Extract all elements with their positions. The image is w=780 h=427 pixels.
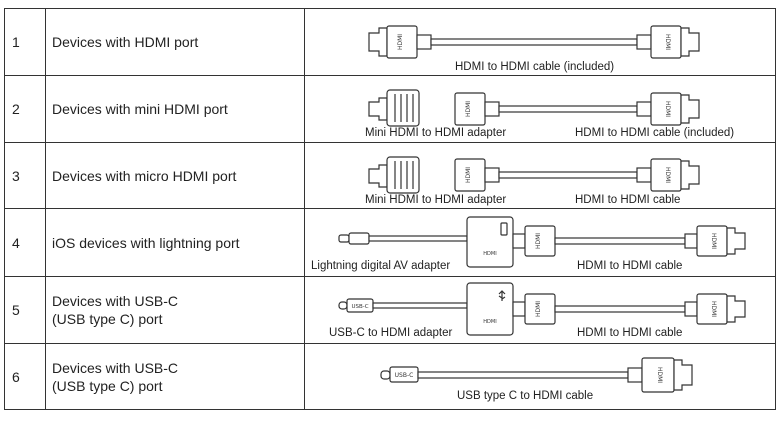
description-line: (USB type C) port <box>52 311 163 327</box>
cable-caption: HDMI to HDMI cable <box>575 194 681 206</box>
connection-illustration: HDMI HDMI Mini HDMI to HDMI adapter HDMI… <box>304 142 776 209</box>
table-row: 1 Devices with HDMI port HDMI <box>4 8 776 76</box>
av-adapter-box-icon: HDMI <box>466 282 514 336</box>
hdmi-plug-icon: HDMI <box>512 293 556 325</box>
svg-text:HDMI: HDMI <box>483 251 496 257</box>
cable-caption: HDMI to HDMI cable <box>577 327 683 339</box>
mini-hdmi-adapter-icon <box>368 89 420 127</box>
svg-text:HDMI: HDMI <box>664 101 671 117</box>
description-line: (USB type C) port <box>52 377 163 394</box>
connection-illustration: HDMI HDMI HDMI to HDMI cable (included) <box>304 8 776 76</box>
svg-text:HDMI: HDMI <box>710 301 717 317</box>
table-row: 3 Devices with micro HDMI port HDMI <box>4 142 776 209</box>
usb-c-plug-icon: USB-C <box>380 366 419 383</box>
svg-text:HDMI: HDMI <box>535 301 542 317</box>
svg-text:HDMI: HDMI <box>483 319 496 325</box>
table-row: 5 Devices with USB-C (USB type C) port U… <box>4 276 776 344</box>
connection-table: 1 Devices with HDMI port HDMI <box>4 8 776 410</box>
svg-text:HDMI: HDMI <box>535 233 542 249</box>
usb-symbol-icon <box>498 290 506 301</box>
hdmi-plug-icon: HDMI <box>368 25 432 59</box>
row-number: 4 <box>4 208 46 277</box>
row-number: 6 <box>4 343 46 410</box>
connection-illustration: USB-C HDMI USB type C to HDMI cable <box>304 343 776 410</box>
av-adapter-box-icon: HDMI <box>466 216 514 268</box>
connection-illustration: HDMI HDMI Mini HDMI to HDMI adapter HDMI… <box>304 75 776 143</box>
cable-caption: HDMI to HDMI cable (included) <box>455 61 615 73</box>
row-number: 1 <box>4 8 46 76</box>
svg-text:USB-C: USB-C <box>395 372 414 379</box>
usb-c-adapter-illustration: USB-C HDMI HDMI <box>338 282 746 336</box>
usb-c-plug-icon: USB-C <box>338 298 374 313</box>
hdmi-plug-icon: HDMI <box>684 293 746 325</box>
device-description: Devices with HDMI port <box>45 8 305 76</box>
svg-text:HDMI: HDMI <box>465 101 472 117</box>
mini-hdmi-adapter-icon <box>368 156 420 194</box>
cable-line <box>554 305 686 313</box>
device-description: Devices with USB-C (USB type C) port <box>45 343 305 410</box>
hdmi-cable-illustration: HDMI HDMI <box>368 25 700 59</box>
cable-line <box>554 237 686 245</box>
row-number: 3 <box>4 142 46 209</box>
hdmi-plug-icon: HDMI <box>454 92 500 126</box>
svg-text:HDMI: HDMI <box>664 167 671 183</box>
hdmi-plug-icon: HDMI <box>636 158 700 192</box>
svg-text:HDMI: HDMI <box>465 167 472 183</box>
device-description: iOS devices with lightning port <box>45 208 305 277</box>
description-line: Devices with USB-C <box>52 359 179 376</box>
device-description: Devices with mini HDMI port <box>45 75 305 143</box>
hdmi-plug-icon: HDMI <box>636 92 700 126</box>
svg-text:HDMI: HDMI <box>710 233 717 249</box>
hdmi-plug-icon: HDMI <box>636 25 700 59</box>
cable-line <box>430 38 638 46</box>
hdmi-plug-icon: HDMI <box>512 225 556 257</box>
svg-text:HDMI: HDMI <box>664 34 671 50</box>
table-row: 2 Devices with mini HDMI port HDMI <box>4 75 776 143</box>
svg-text:HDMI: HDMI <box>397 34 404 50</box>
cable-line <box>498 171 638 179</box>
connection-illustration: HDMI HDMI HDMI Lightnin <box>304 208 776 277</box>
cable-line <box>498 105 638 113</box>
svg-text:HDMI: HDMI <box>656 367 663 383</box>
cable-caption: USB type C to HDMI cable <box>457 390 594 402</box>
hdmi-plug-icon: HDMI <box>684 225 746 257</box>
adapter-cable-line <box>372 302 468 309</box>
adapter-caption: Mini HDMI to HDMI adapter <box>365 127 507 139</box>
micro-hdmi-illustration: HDMI HDMI <box>368 156 700 194</box>
connection-illustration: USB-C HDMI HDMI <box>304 276 776 344</box>
row-number: 5 <box>4 276 46 344</box>
cable-line <box>417 371 629 379</box>
hdmi-plug-icon: HDMI <box>454 158 500 192</box>
row-number: 2 <box>4 75 46 143</box>
device-description: Devices with USB-C (USB type C) port <box>45 276 305 344</box>
usb-c-cable-illustration: USB-C HDMI <box>380 357 693 393</box>
table-row: 4 iOS devices with lightning port HDMI <box>4 208 776 277</box>
device-description: Devices with micro HDMI port <box>45 142 305 209</box>
lightning-plug-icon <box>338 232 370 245</box>
description-line: Devices with USB-C <box>52 293 179 309</box>
lightning-illustration: HDMI HDMI HDMI <box>338 216 746 268</box>
mini-hdmi-illustration: HDMI HDMI <box>368 89 700 127</box>
adapter-caption: Mini HDMI to HDMI adapter <box>365 194 507 206</box>
adapter-caption: USB-C to HDMI adapter <box>329 327 453 339</box>
cable-caption: HDMI to HDMI cable (included) <box>575 127 735 139</box>
cable-caption: HDMI to HDMI cable <box>577 260 683 272</box>
hdmi-plug-icon: HDMI <box>627 357 693 393</box>
svg-text:USB-C: USB-C <box>351 304 368 310</box>
adapter-caption: Lightning digital AV adapter <box>311 260 451 272</box>
adapter-cable-line <box>368 235 468 242</box>
table-row: 6 Devices with USB-C (USB type C) port U… <box>4 343 776 410</box>
